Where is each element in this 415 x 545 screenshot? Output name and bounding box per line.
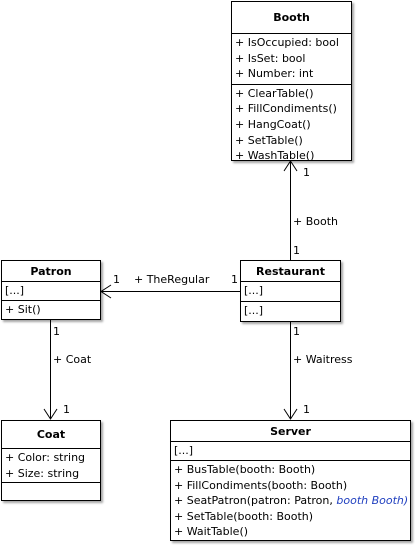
class-booth[interactable]: Booth + IsOccupied: bool + IsSet: bool +…: [231, 1, 352, 162]
operation: + BusTable(booth: Booth): [174, 463, 316, 476]
operation: + SeatPatron(patron: Patron, booth Booth…: [174, 493, 410, 509]
role-label-theregular: + TheRegular: [134, 273, 210, 286]
multiplicity-restaurant-patron-end: 1: [231, 273, 238, 286]
attribute: [...]: [244, 284, 264, 297]
operation: + SetTable(): [235, 133, 303, 147]
attribute: [...]: [5, 284, 25, 297]
attribute: + Color: string: [5, 451, 86, 464]
attributes-section: [...]: [2, 282, 100, 301]
operations-section: + BusTable(booth: Booth) + FillCondiment…: [171, 461, 410, 542]
multiplicity-patron-end: 1: [113, 273, 120, 286]
multiplicity-patron-coat-end: 1: [53, 325, 60, 338]
multiplicity-coat-end: 1: [63, 403, 70, 416]
operations-section: [...]: [241, 302, 340, 321]
operation: + SetTable(booth: Booth): [174, 509, 314, 523]
class-patron[interactable]: Patron [...] + Sit(): [1, 260, 101, 320]
role-label-waitress: + Waitress: [293, 353, 353, 366]
attributes-section: + IsOccupied: bool + IsSet: bool + Numbe…: [232, 34, 351, 85]
attributes-section: [...]: [241, 282, 340, 302]
operation: + Sit(): [5, 303, 41, 316]
class-name: Server: [171, 421, 410, 442]
operation: [...]: [244, 304, 264, 317]
operation: + WashTable(): [235, 149, 315, 163]
class-restaurant[interactable]: Restaurant [...] [...]: [240, 260, 341, 322]
attributes-section: + Color: string + Size: string: [2, 449, 100, 483]
operations-section: + ClearTable() + FillCondiments() + Hang…: [232, 85, 351, 166]
multiplicity-restaurant-booth-end: 1: [293, 244, 300, 257]
class-server[interactable]: Server [...] + BusTable(booth: Booth) + …: [170, 420, 411, 541]
arrowhead-patron: [100, 284, 112, 299]
multiplicity-server-end: 1: [303, 403, 310, 416]
attribute: + Number: int: [235, 67, 314, 81]
role-label-booth: + Booth: [293, 215, 339, 228]
class-name: Restaurant: [241, 261, 340, 282]
operation: + FillCondiments(booth: Booth): [174, 478, 348, 492]
class-name: Coat: [2, 421, 100, 449]
italic-parameter: booth Booth): [336, 494, 409, 508]
operation: + HangCoat(): [235, 117, 311, 131]
arrowhead-server: [283, 408, 298, 420]
attribute: + IsSet: bool: [235, 51, 306, 65]
operation: + FillCondiments(): [235, 102, 337, 116]
arrowhead-coat: [43, 408, 58, 420]
operation-text: + SeatPatron(patron: Patron,: [174, 494, 337, 508]
operation: + WaitTable(): [174, 525, 249, 539]
class-coat[interactable]: Coat + Color: string + Size: string: [1, 420, 101, 501]
operations-section: + Sit(): [2, 301, 100, 320]
attribute: [...]: [174, 444, 194, 457]
role-label-coat: + Coat: [53, 353, 92, 366]
attribute: + IsOccupied: bool: [235, 36, 339, 49]
class-name: Booth: [232, 2, 351, 34]
operations-section: [2, 483, 100, 486]
attribute: + Size: string: [5, 466, 80, 480]
multiplicity-booth-end: 1: [303, 166, 310, 179]
arrowhead-booth: [283, 160, 298, 172]
operation: + ClearTable(): [235, 86, 314, 100]
multiplicity-restaurant-server-end: 1: [293, 325, 300, 338]
attributes-section: [...]: [171, 442, 410, 461]
class-name: Patron: [2, 261, 100, 282]
